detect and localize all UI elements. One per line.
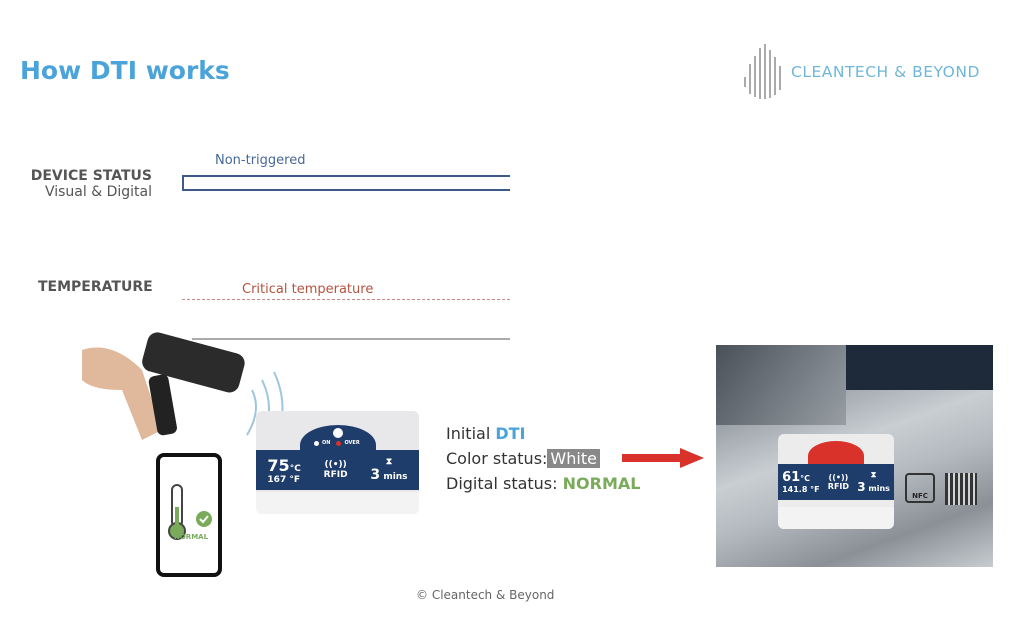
rfid-icon: ((•)) xyxy=(828,473,849,482)
status-line-bottom xyxy=(182,189,510,191)
white-indicator-icon xyxy=(333,428,343,438)
on-dot-icon xyxy=(314,440,319,446)
temp-f: 141.8 °F xyxy=(782,485,820,494)
rfid-icon: ((•)) xyxy=(324,460,347,470)
device-status-label: DEVICE STATUS Visual & Digital xyxy=(28,168,152,200)
device-status-sub: Visual & Digital xyxy=(44,184,152,200)
rfid-label: RFID xyxy=(827,482,850,491)
cleantech-logo-icon xyxy=(744,44,781,99)
tank-top xyxy=(846,345,993,390)
status-line-left xyxy=(182,175,510,191)
unit-c: °C xyxy=(289,463,301,474)
time-value: 3 xyxy=(857,480,866,494)
check-icon xyxy=(196,511,212,527)
arrow-right-icon xyxy=(622,448,704,468)
hourglass-icon: ⧗ xyxy=(870,470,877,479)
card-footer xyxy=(256,492,419,514)
temp-f: 167 °F xyxy=(267,474,300,485)
device-status-title: DEVICE STATUS xyxy=(30,168,152,184)
card-footer xyxy=(778,507,894,529)
slide-title: How DTI works xyxy=(20,56,230,85)
info-line3-prefix: Digital status: xyxy=(446,474,563,493)
nfc-icon: NFC xyxy=(905,473,935,503)
on-label: ON xyxy=(322,440,331,446)
phone-status: NORMAL xyxy=(174,533,209,541)
critical-temperature-label: Critical temperature xyxy=(242,282,374,297)
footer-copyright: © Cleantech & Beyond xyxy=(416,588,555,602)
rfid-readout: ((•))RFID xyxy=(828,473,849,491)
time-unit: mins xyxy=(868,484,890,493)
phone-app: NORMAL xyxy=(156,453,222,577)
critical-temperature-line xyxy=(182,299,510,300)
rfid-readout: ((•))RFID xyxy=(324,460,348,480)
temp-c: 61 xyxy=(782,470,801,485)
unit-c: °C xyxy=(800,474,811,483)
pipes-background xyxy=(716,345,846,425)
hourglass-icon: ⧗ xyxy=(385,457,393,467)
on-over-legend: ON OVER xyxy=(314,440,360,446)
dti-card-triggered: 61°C 141.8 °F ((•))RFID ⧗ 3 mins xyxy=(778,434,894,529)
time-readout: ⧗ 3 mins xyxy=(857,470,890,494)
over-dot-icon xyxy=(336,440,342,446)
digital-status-value: NORMAL xyxy=(562,474,641,493)
non-triggered-label: Non-triggered xyxy=(215,153,306,168)
temperature-line xyxy=(192,338,510,340)
logo-text: CLEANTECH & BEYOND xyxy=(791,63,980,81)
temperature-label: TEMPERATURE xyxy=(38,279,153,295)
over-label: OVER xyxy=(344,440,360,446)
temp-c: 75 xyxy=(267,455,290,475)
qr-code-icon xyxy=(945,473,977,505)
info-line2-prefix: Color status: xyxy=(446,449,548,468)
status-line-top xyxy=(182,175,510,177)
rfid-label: RFID xyxy=(323,470,348,480)
time-unit: mins xyxy=(383,472,408,482)
thermometer-icon xyxy=(168,484,186,540)
dti-info: Initial DTI Color status:White Digital s… xyxy=(446,421,640,496)
time-readout: ⧗ 3 mins xyxy=(370,457,407,483)
time-value: 3 xyxy=(370,467,381,483)
info-line1-prefix: Initial xyxy=(446,424,496,443)
color-status-value: White xyxy=(547,449,600,468)
temperature-readout: 61°C 141.8 °F xyxy=(782,470,820,494)
info-dti: DTI xyxy=(495,424,526,443)
